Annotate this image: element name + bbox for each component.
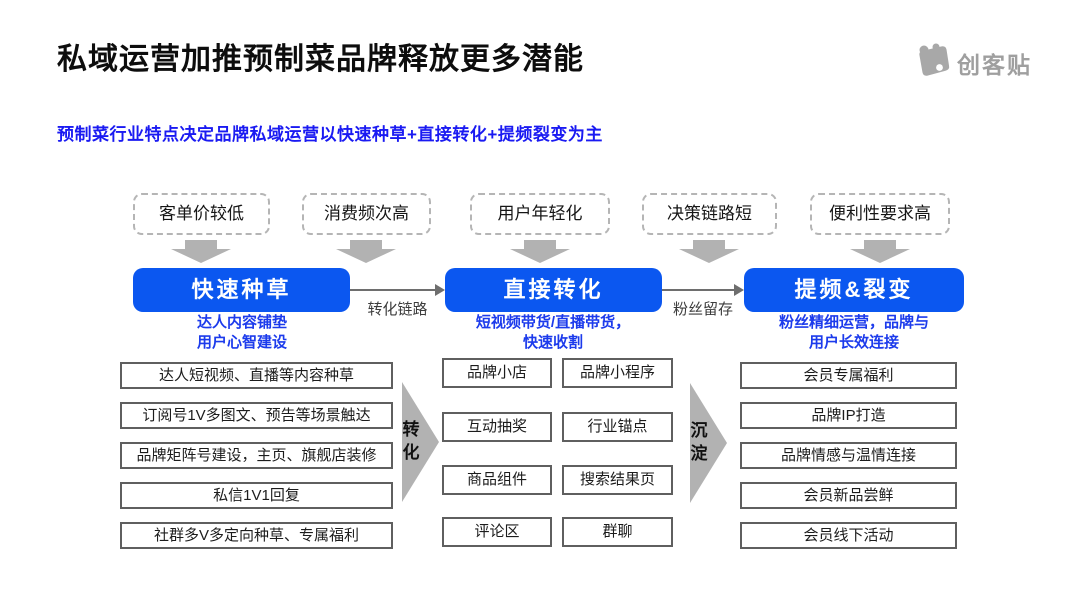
arrow-line	[350, 289, 437, 291]
tactic-box: 品牌情感与温情连接	[740, 442, 957, 469]
tactic-box: 会员线下活动	[740, 522, 957, 549]
transition-label: 沉淀	[690, 421, 708, 463]
down-arrow-icon	[510, 240, 570, 263]
stage-header-fission: 提频&裂变	[744, 268, 964, 312]
page-title: 私域运营加推预制菜品牌释放更多潜能	[57, 43, 584, 76]
stage-desc-line: 快速收割	[522, 333, 583, 351]
tactic-box: 会员新品尝鲜	[740, 482, 957, 509]
transition-label: 转化	[402, 420, 420, 462]
tactic-box: 品牌IP打造	[740, 402, 957, 429]
tactic-box: 品牌小程序	[562, 358, 673, 388]
stage-header-seeding: 快速种草	[133, 268, 350, 312]
slide-subtitle: 预制菜行业特点决定品牌私域运营以快速种草+直接转化+提频裂变为主	[57, 125, 603, 144]
trait-box: 便利性要求高	[810, 193, 950, 235]
brand-mascot-icon	[915, 42, 951, 83]
brand-name: 创客贴	[957, 51, 1032, 78]
tactic-box: 互动抽奖	[442, 412, 552, 442]
trait-box: 客单价较低	[133, 193, 270, 235]
tactic-box: 达人短视频、直播等内容种草	[120, 362, 393, 389]
tactic-box: 品牌小店	[442, 358, 552, 388]
tactic-box: 会员专属福利	[740, 362, 957, 389]
tactic-box: 群聊	[562, 517, 673, 547]
down-arrow-icon	[336, 240, 396, 263]
tactic-box: 搜索结果页	[562, 465, 673, 495]
tactic-box: 行业锚点	[562, 412, 673, 442]
tactic-box: 订阅号1V多图文、预告等场景触达	[120, 402, 393, 429]
brand-logo: 创客贴	[915, 42, 1032, 83]
tactic-box: 商品组件	[442, 465, 552, 495]
stage-desc: 达人内容铺垫 用户心智建设	[142, 313, 342, 352]
down-arrow-icon	[850, 240, 910, 263]
down-arrow-icon	[171, 240, 231, 263]
trait-box: 决策链路短	[642, 193, 777, 235]
tactic-box: 社群多V多定向种草、专属福利	[120, 522, 393, 549]
transition-arrow-icon	[402, 382, 439, 502]
stage-desc-line: 用户长效连接	[808, 333, 899, 351]
tactic-box: 品牌矩阵号建设，主页、旗舰店装修	[120, 442, 393, 469]
arrow-head-icon	[435, 284, 445, 296]
stage-header-conversion: 直接转化	[445, 268, 662, 312]
trait-box: 消费频次高	[302, 193, 431, 235]
transition-arrow-icon	[690, 383, 727, 503]
down-arrow-icon	[679, 240, 739, 263]
trait-box: 用户年轻化	[470, 193, 610, 235]
stage-desc-line: 达人内容铺垫	[196, 314, 287, 331]
flow-label: 粉丝留存	[672, 301, 733, 318]
arrow-line	[662, 289, 736, 291]
stage-desc-line: 粉丝精细运营，品牌与	[778, 314, 929, 331]
tactic-box: 评论区	[442, 517, 552, 547]
stage-desc-line: 用户心智建设	[196, 333, 287, 351]
flow-label: 转化链路	[367, 301, 428, 318]
tactic-box: 私信1V1回复	[120, 482, 393, 509]
stage-desc: 粉丝精细运营，品牌与 用户长效连接	[734, 313, 974, 352]
stage-desc-line: 短视频带货/直播带货，	[475, 314, 631, 331]
stage-desc: 短视频带货/直播带货， 快速收割	[433, 313, 673, 352]
arrow-head-icon	[734, 284, 744, 296]
